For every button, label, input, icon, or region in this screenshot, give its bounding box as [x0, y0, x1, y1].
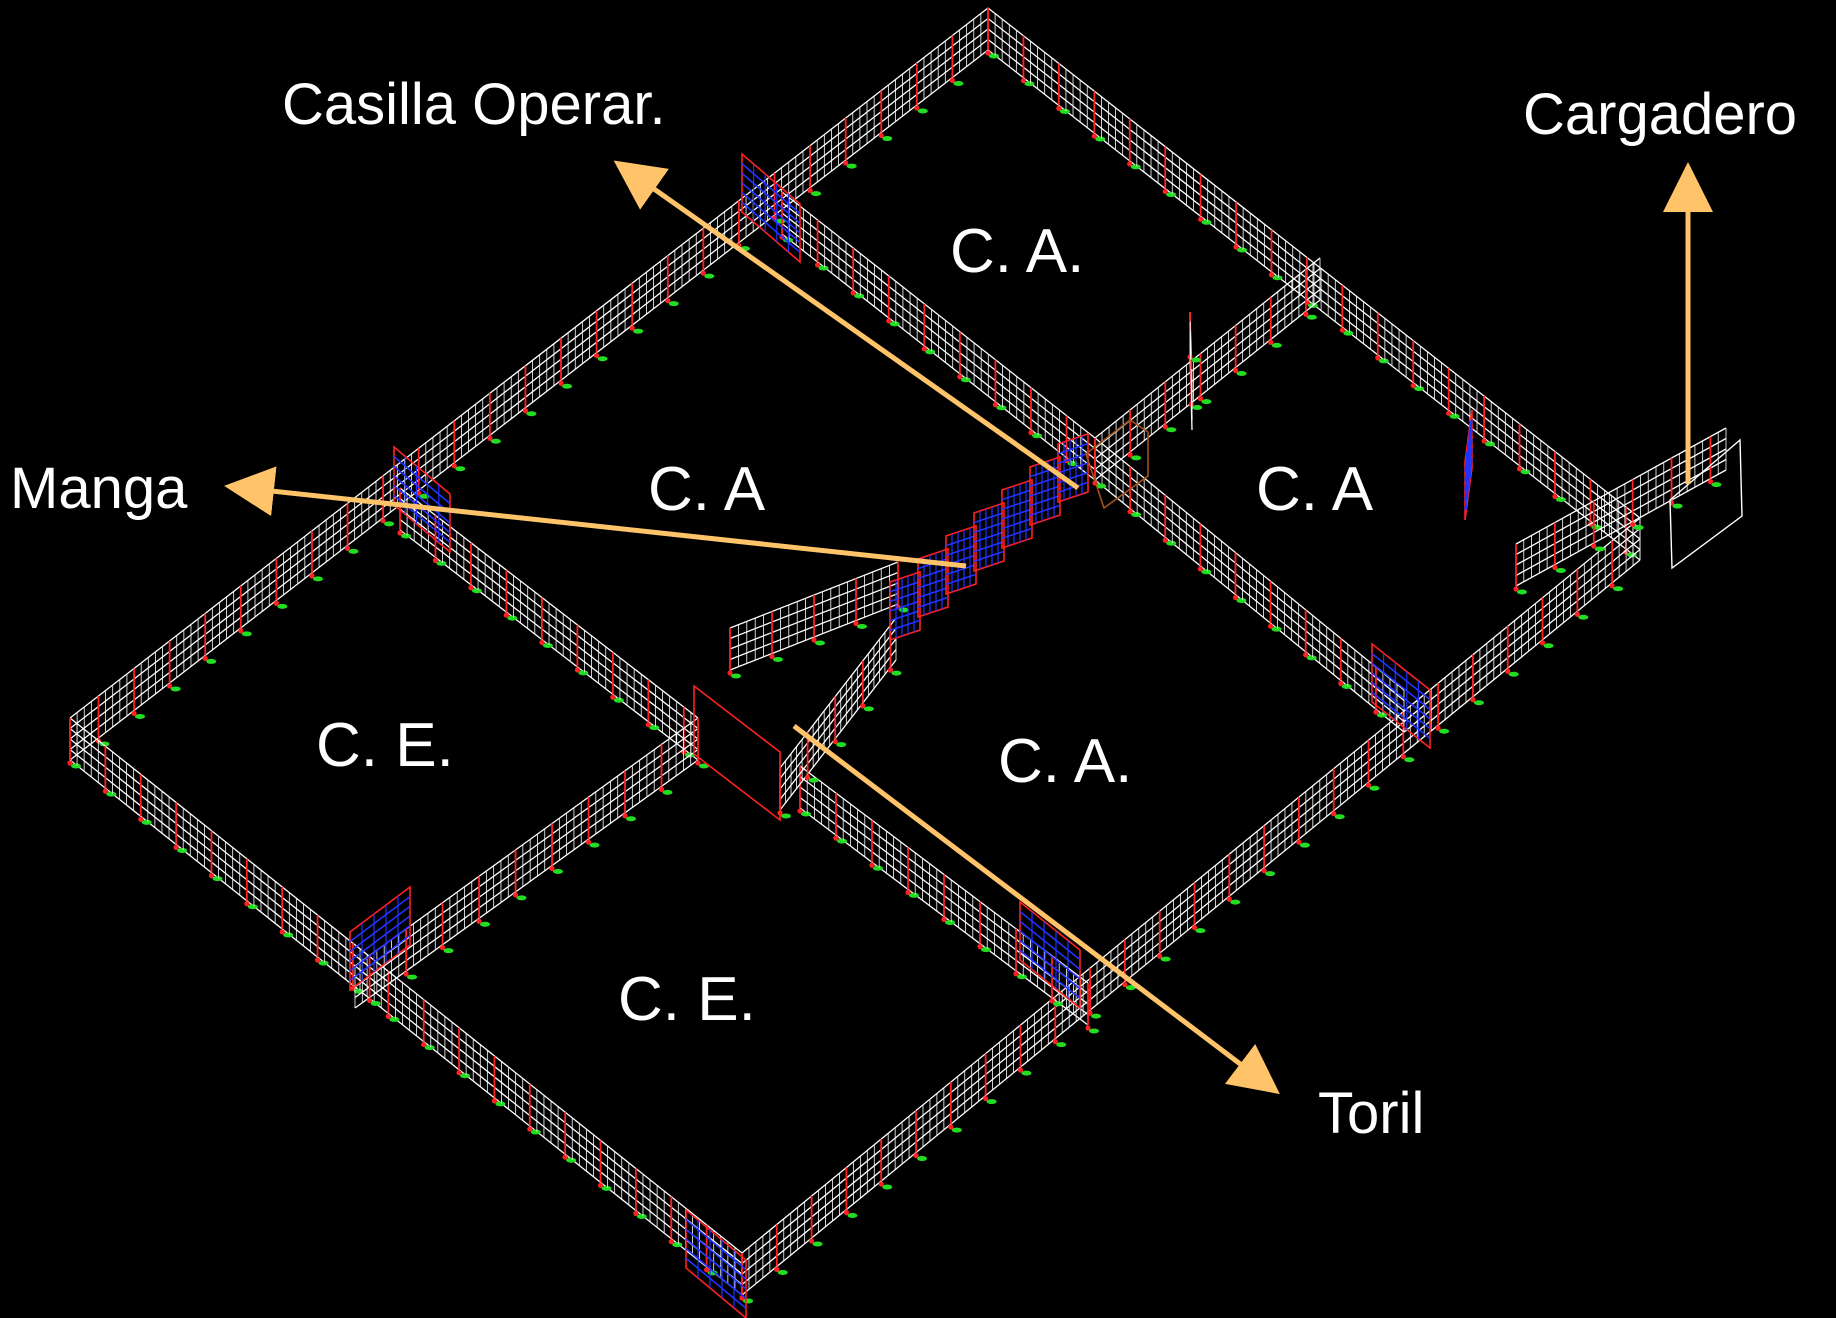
gate-top-left — [741, 152, 801, 264]
label-manga: Manga — [10, 456, 188, 521]
gate-manga-1 — [889, 570, 921, 642]
gate-cargadero — [1464, 409, 1473, 521]
fence-inner-ca-right — [1092, 437, 1405, 733]
label-toril: Toril — [1318, 1081, 1424, 1146]
casilla-outline — [1085, 419, 1149, 510]
gate-ce-bottom-left — [349, 885, 411, 992]
gate-manga-3 — [945, 524, 977, 596]
zone-label-ca-right: C. A — [1256, 455, 1374, 524]
arrow-manga — [224, 466, 967, 569]
zone-label-ca-center-left: C. A — [648, 455, 766, 524]
fence-inner-chute-end — [1187, 311, 1203, 431]
toril-pen-outline — [693, 684, 781, 822]
arrow-toril — [792, 724, 1280, 1095]
fence-network — [67, 7, 1727, 1304]
fence-outer-northwest — [69, 7, 999, 761]
label-cargadero: Cargadero — [1523, 82, 1797, 147]
label-casilla-operar: Casilla Operar. — [282, 72, 666, 137]
gate-ca-bottom — [1019, 900, 1081, 1010]
fence-inner-ce-right — [354, 717, 709, 1009]
zone-label-ce-left: C. E. — [316, 711, 454, 780]
zone-label-ce-bottom: C. E. — [618, 965, 756, 1034]
fence-toril-top — [727, 561, 909, 679]
callout-arrows — [224, 160, 1713, 1095]
fence-cargadero-lead — [1513, 427, 1727, 595]
gate-ca-right — [1371, 642, 1431, 750]
zone-label-ca-top: C. A. — [950, 217, 1084, 286]
cargadero-ramp — [1669, 438, 1743, 570]
gate-manga-6 — [1029, 455, 1061, 527]
zone-label-ca-center: C. A. — [998, 727, 1132, 796]
gate-manga-5 — [1001, 478, 1033, 550]
gate-manga-4 — [973, 501, 1005, 573]
fence-outer-southeast — [739, 517, 1641, 1304]
arrow-casilla — [613, 160, 1080, 491]
gate-bottom — [685, 1208, 747, 1318]
fence-inner-diagonal-top — [779, 191, 1096, 481]
fence-outer-southwest — [67, 717, 753, 1304]
